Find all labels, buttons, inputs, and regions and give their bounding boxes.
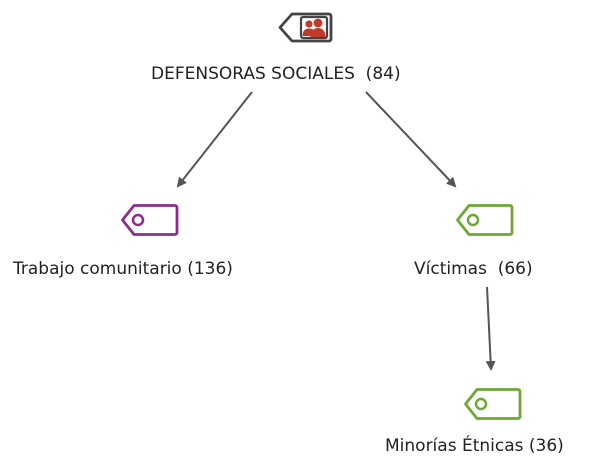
node-label-trabajo[interactable]: Trabajo comunitario (136) — [13, 259, 233, 279]
edge-defensoras-to-trabajo — [176, 91, 253, 188]
node-label-victimas[interactable]: Víctimas (66) — [414, 259, 533, 279]
node-label-defensoras[interactable]: DEFENSORAS SOCIALES (84) — [151, 64, 401, 84]
edge-defensoras-to-victimas — [365, 91, 457, 188]
node-label-minorias[interactable]: Minorías Étnicas (36) — [385, 436, 564, 456]
document-group-icon[interactable] — [276, 11, 334, 45]
code-tag-icon[interactable] — [463, 387, 523, 421]
edge-victimas-to-minorias — [485, 286, 496, 371]
code-tag-icon[interactable] — [120, 203, 180, 237]
code-tag-icon[interactable] — [455, 203, 515, 237]
